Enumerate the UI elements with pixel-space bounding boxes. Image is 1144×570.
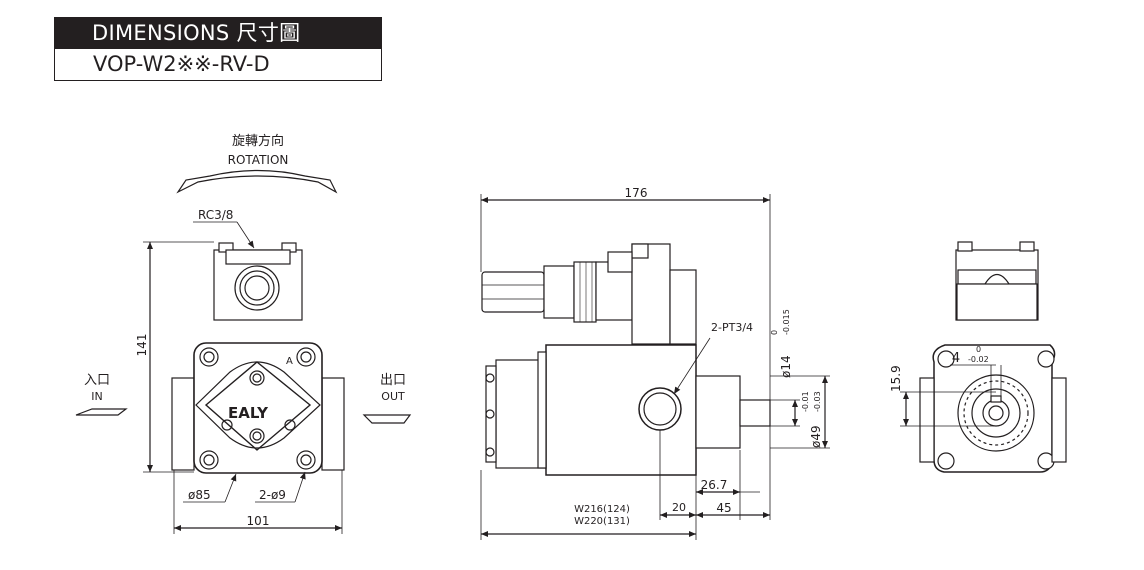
end-view — [900, 241, 1067, 473]
port-rc-label: RC3/8 — [198, 208, 233, 222]
out-en-label: OUT — [381, 390, 405, 403]
dim-holes-label: 2-ø9 — [259, 488, 286, 502]
dim-45-label: 45 — [716, 501, 731, 515]
dim-20-label: 20 — [672, 501, 686, 514]
out-arrow-icon — [362, 414, 412, 424]
pilot-tol-lower: -0.03 — [813, 391, 822, 412]
in-arrow-icon — [75, 408, 128, 416]
shaft-tol-upper: 0 — [770, 330, 779, 335]
dim-length-label: 176 — [625, 186, 648, 200]
shaft-tol-lower: -0.015 — [782, 309, 791, 335]
out-cn-label: 出口 — [380, 373, 406, 388]
pilot-dia-label: ø49 — [809, 425, 823, 448]
key-tol-lower: -0.02 — [968, 355, 989, 364]
dim-width-label: 101 — [247, 514, 270, 528]
in-en-label: IN — [91, 390, 102, 403]
pilot-tol-upper: -0.01 — [801, 391, 810, 412]
rotation-cn-label: 旋轉方向 — [232, 133, 284, 149]
header-title: DIMENSIONS 尺寸圖 — [54, 17, 382, 49]
key-height-label: 15.9 — [889, 365, 903, 392]
rotation-en-label: ROTATION — [228, 153, 289, 167]
dim-height-label: 141 — [135, 334, 149, 357]
brand-logo: EALY — [228, 404, 269, 422]
header-model: VOP-W2※※-RV-D — [54, 49, 382, 81]
rotation-arrow-icon — [176, 169, 338, 194]
dim-26-7-label: 26.7 — [701, 478, 728, 492]
front-view — [75, 169, 412, 534]
dim-pcd-label: ø85 — [188, 488, 211, 502]
key-tol-upper: 0 — [976, 345, 981, 354]
w220-label: W220(131) — [574, 516, 630, 527]
key-width-label: 4 — [952, 351, 960, 366]
in-cn-label: 入口 — [84, 373, 110, 388]
side-view — [480, 194, 830, 540]
shaft-dia-label: ø14 — [779, 355, 793, 378]
port-pt-label: 2-PT3/4 — [711, 321, 753, 334]
port-a-label: A — [286, 356, 293, 367]
w216-label: W216(124) — [574, 504, 630, 515]
